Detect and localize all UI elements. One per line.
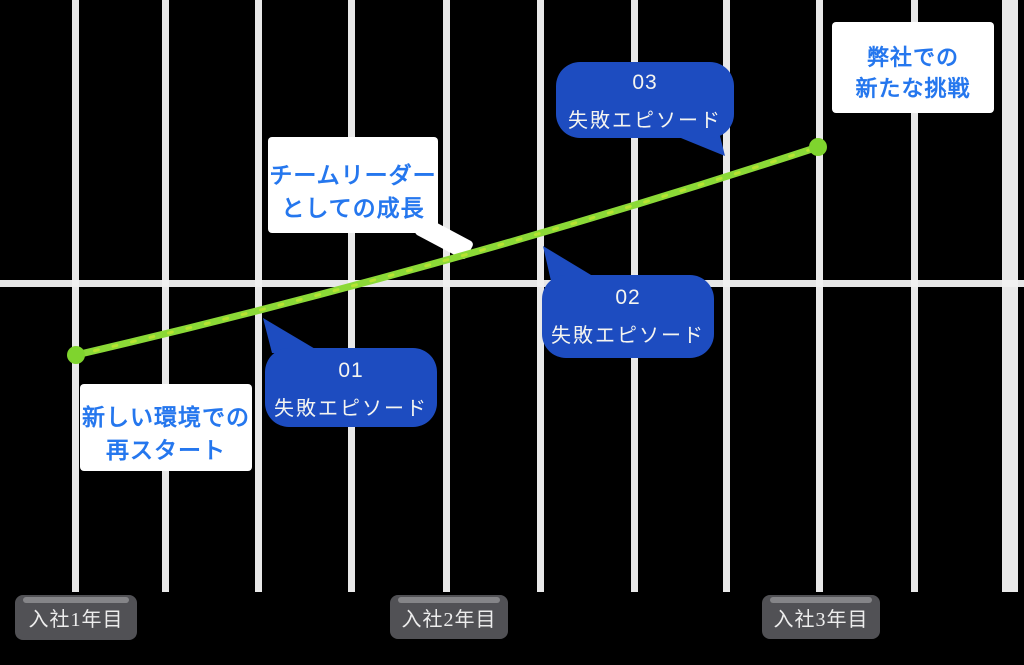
episode-number: 02: [615, 286, 641, 309]
heading-backdrop: [80, 384, 252, 471]
grid-line-vertical: [911, 0, 918, 592]
milestone-line: 弊社での: [866, 45, 959, 70]
milestone-line: 新たな挑戦: [855, 76, 971, 101]
episode-bubble-01: 01 失敗エピソード: [265, 348, 437, 427]
episode-number: 03: [632, 71, 658, 94]
milestone-line: としての成長: [281, 195, 425, 221]
axis-label-text: 入社1年目: [28, 609, 124, 631]
grid-line-horizontal: [0, 280, 1024, 287]
milestone-new-challenge: 弊社での 新たな挑戦: [832, 22, 994, 104]
episode-bubble-02: 02 失敗エピソード: [542, 275, 714, 358]
episode-label: 失敗エピソード: [551, 325, 705, 347]
episode-bubble-03: 03 失敗エピソード: [556, 62, 734, 138]
grid-line-vertical: [1002, 0, 1018, 592]
episode-number: 01: [338, 359, 364, 382]
episode-label: 失敗エピソード: [274, 398, 428, 420]
grid-line-vertical: [162, 0, 169, 592]
heading-backdrop: [832, 22, 994, 113]
grid-line-vertical: [348, 0, 355, 592]
axis-label-year3: 入社3年目: [762, 595, 880, 639]
axis-label-year2: 入社2年目: [390, 595, 508, 639]
grid-line-vertical: [816, 0, 823, 592]
milestone-line: 新しい環境での: [82, 404, 250, 430]
episode-label: 失敗エピソード: [568, 110, 722, 132]
grid-line-vertical: [72, 0, 79, 592]
axis-label-year1: 入社1年目: [15, 595, 137, 640]
grid-line-vertical: [255, 0, 262, 592]
milestone-line: 再スタート: [106, 437, 226, 463]
milestone-line: チームリーダー: [269, 162, 437, 188]
axis-label-text: 入社2年目: [401, 608, 497, 631]
grid-line-vertical: [443, 0, 450, 592]
milestone-team-leader: チームリーダー としての成長: [268, 137, 438, 225]
axis-label-text: 入社3年目: [773, 608, 869, 631]
milestone-restart: 新しい環境での 再スタート: [80, 384, 252, 467]
